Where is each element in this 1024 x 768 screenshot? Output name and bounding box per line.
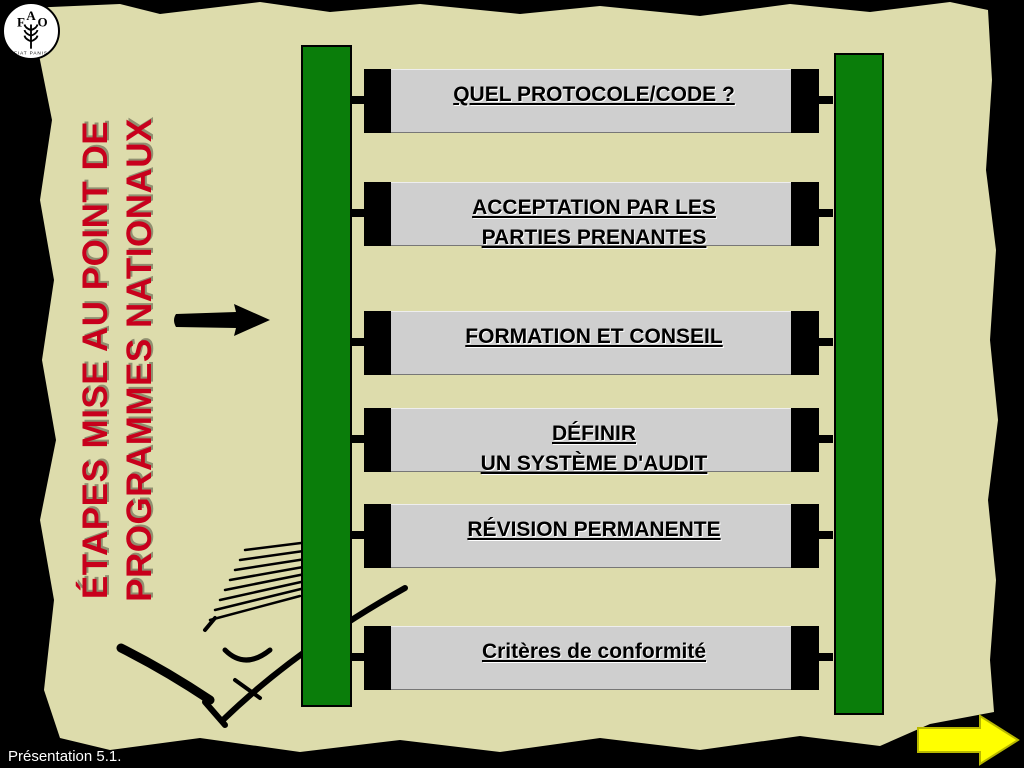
step-3-body[interactable]: FORMATION ET CONSEIL [391, 311, 797, 375]
step-1-body[interactable]: QUEL PROTOCOLE/CODE ? [391, 69, 797, 133]
step-3-line-1: FORMATION ET CONSEIL [465, 325, 723, 348]
step-2-line-1: ACCEPTATION PAR LES [472, 196, 716, 219]
step-4-line-2: UN SYSTÈME D'AUDIT [480, 452, 708, 475]
step-6-body[interactable]: Critères de conformité [391, 626, 797, 690]
step-6[interactable]: Critères de conformité [351, 626, 833, 690]
step-4[interactable]: DÉFINIR UN SYSTÈME D'AUDIT [351, 408, 833, 475]
step-2-body[interactable]: ACCEPTATION PAR LES PARTIES PRENANTES [391, 182, 797, 249]
step-4-line-1: DÉFINIR [552, 422, 636, 445]
step-5[interactable]: RÉVISION PERMANENTE [351, 504, 833, 568]
right-arrow-icon [174, 304, 270, 336]
step-3[interactable]: FORMATION ET CONSEIL [351, 311, 833, 375]
step-2-line-2: PARTIES PRENANTES [481, 226, 707, 249]
step-4-body[interactable]: DÉFINIR UN SYSTÈME D'AUDIT [391, 408, 797, 475]
logo-letter-a: A [26, 8, 36, 23]
step-2[interactable]: ACCEPTATION PAR LES PARTIES PRENANTES [351, 182, 833, 249]
right-rail [834, 53, 884, 715]
step-5-line-1: RÉVISION PERMANENTE [467, 518, 721, 541]
next-slide-arrow-icon[interactable] [914, 712, 1024, 768]
logo-motto: FIAT PANIS [14, 50, 48, 55]
step-1[interactable]: QUEL PROTOCOLE/CODE ? [351, 69, 833, 133]
page-title-line-1: ÉTAPES MISE AU POINT DE [75, 120, 115, 600]
fao-logo: F A O FIAT PANIS [2, 2, 60, 60]
presentation-label: Présentation 5.1. [8, 748, 122, 765]
logo-letter-f: F [17, 14, 25, 29]
step-5-body[interactable]: RÉVISION PERMANENTE [391, 504, 797, 568]
left-rail [301, 45, 352, 707]
wheat-ear-icon [23, 24, 39, 49]
step-6-line-1: Critères de conformité [481, 640, 707, 663]
step-1-line-1: QUEL PROTOCOLE/CODE ? [453, 83, 735, 106]
logo-letter-o: O [38, 14, 48, 29]
